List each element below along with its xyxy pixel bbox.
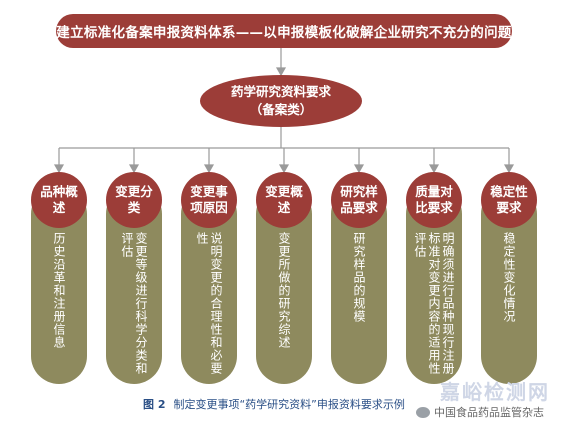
column-desc: 稳定性变化情况 xyxy=(502,232,516,323)
center-node-subtitle: （备案类） xyxy=(249,102,313,117)
banner-to-center-arrow xyxy=(275,67,287,77)
column-head: 变更分类 xyxy=(106,172,162,228)
source-credit: 中国食品药品监管杂志 xyxy=(416,404,544,420)
column-title: 品种概述 xyxy=(40,184,78,215)
column-change-overview: 变更概述 变更所做的研究综述 xyxy=(256,172,312,384)
column-change-reason: 变更事项原因 说明变更的合理性和必要性 xyxy=(181,172,237,384)
top-banner-text: 建立标准化备案申报资料体系——以申报模板化破解企业研究不充分的问题 xyxy=(56,25,512,41)
figure-caption: 图 2 制定变更事项“药学研究资料”申报资料要求示例 xyxy=(143,396,562,412)
column-head: 研究样品要求 xyxy=(331,172,387,228)
column-variety-overview: 品种概述 历史沿革和注册信息 xyxy=(31,172,87,384)
top-banner: 建立标准化备案申报资料体系——以申报模板化破解企业研究不充分的问题 xyxy=(56,14,512,48)
column-drop-lines xyxy=(53,148,515,174)
column-title: 变更事项原因 xyxy=(190,184,228,215)
column-head: 变更事项原因 xyxy=(181,172,237,228)
column-title: 稳定性要求 xyxy=(490,184,528,215)
column-desc: 变更等级进行科学分类和评估 xyxy=(120,232,148,375)
source-name: 中国食品药品监管杂志 xyxy=(434,406,544,419)
figure-caption-text: 制定变更事项“药学研究资料”申报资料要求示例 xyxy=(173,398,405,411)
column-title: 变更概述 xyxy=(265,184,303,215)
column-sample-requirements: 研究样品要求 研究样品的规模 xyxy=(331,172,387,384)
figure-number: 图 2 xyxy=(143,398,166,411)
column-title: 研究样品要求 xyxy=(340,184,378,215)
center-node: 药学研究资料要求 （备案类） xyxy=(200,75,362,127)
column-quality-comparison: 质量对比要求 明确须进行品种现行注册标准对变更内容的适用性评估 xyxy=(406,172,462,384)
column-head: 变更概述 xyxy=(256,172,312,228)
column-head: 质量对比要求 xyxy=(406,172,462,228)
column-desc: 变更所做的研究综述 xyxy=(277,232,291,349)
center-node-title: 药学研究资料要求 xyxy=(230,84,331,99)
column-head: 稳定性要求 xyxy=(481,172,537,228)
column-title: 变更分类 xyxy=(115,184,153,215)
column-head: 品种概述 xyxy=(31,172,87,228)
watermark-text: 嘉峪检测网 xyxy=(440,380,550,404)
column-desc: 说明变更的合理性和必要性 xyxy=(195,232,223,375)
column-desc: 历史沿革和注册信息 xyxy=(52,232,66,349)
wechat-icon xyxy=(416,406,430,418)
column-change-classification: 变更分类 变更等级进行科学分类和评估 xyxy=(106,172,162,384)
column-title: 质量对比要求 xyxy=(415,184,453,215)
column-desc: 研究样品的规模 xyxy=(352,232,366,323)
column-stability: 稳定性要求 稳定性变化情况 xyxy=(481,172,537,384)
column-desc: 明确须进行品种现行注册标准对变更内容的适用性评估 xyxy=(413,232,455,375)
